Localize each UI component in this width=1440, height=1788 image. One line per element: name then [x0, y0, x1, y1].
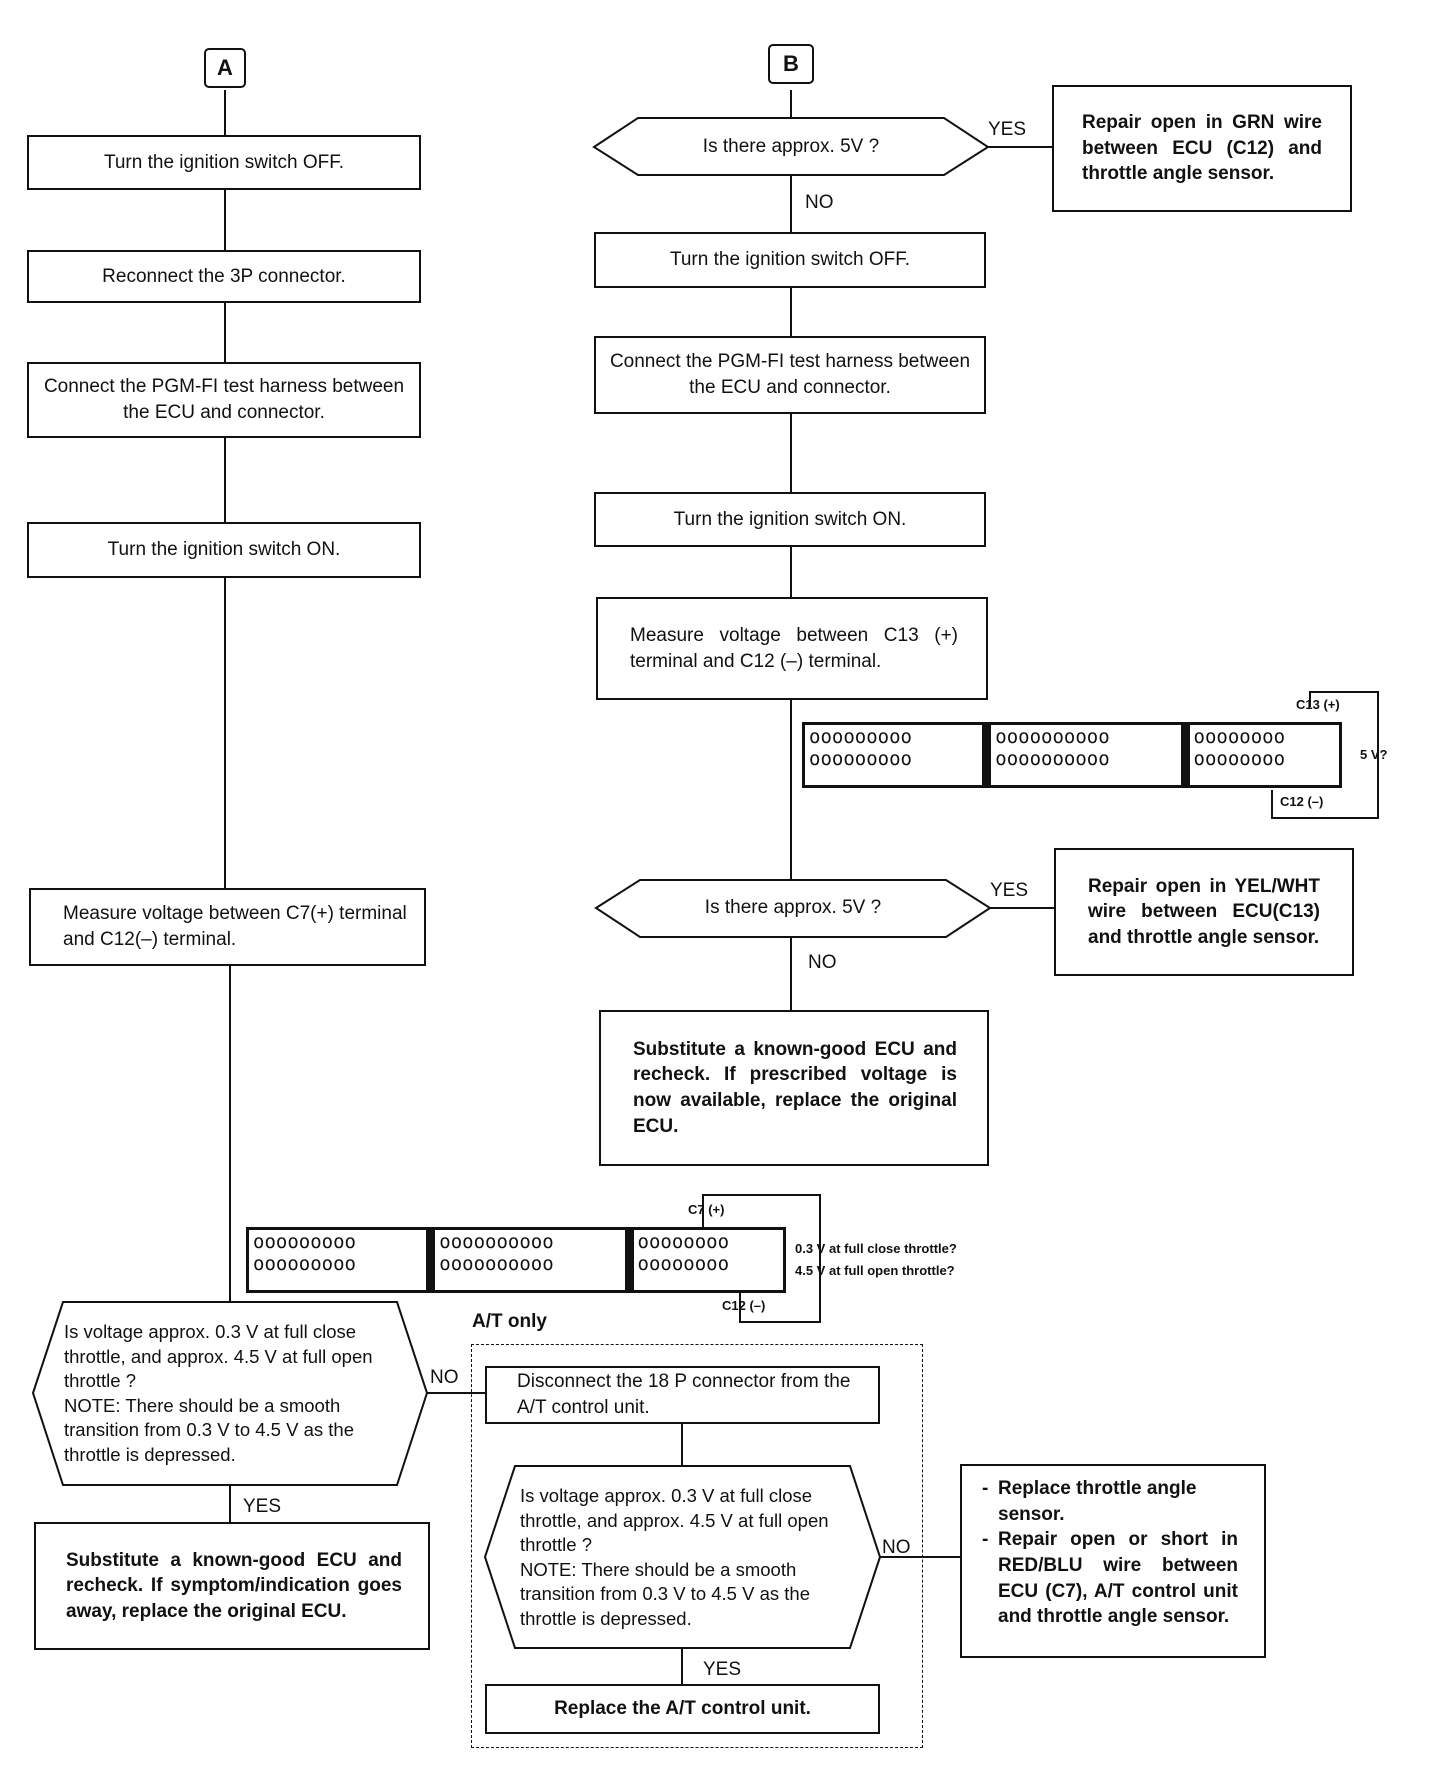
a-step-reconnect-3p: Reconnect the 3P connector. — [27, 250, 421, 303]
connector-pins: ooooooooo — [809, 726, 912, 748]
at-only-label: A/T only — [472, 1311, 547, 1332]
decision-shape — [483, 1465, 882, 1649]
connector-pins: oooooooo — [1193, 747, 1286, 770]
c12-minus-label-a: C12 (–) — [722, 1298, 766, 1313]
b-yes2-result: Repair open in YEL/WHT wire between ECU(… — [1054, 848, 1354, 976]
a-step-measure-voltage: Measure voltage between C7(+) terminal a… — [29, 888, 426, 966]
a-no-label: NO — [430, 1367, 459, 1388]
b-yes1-label: YES — [988, 119, 1027, 140]
b-voltage-label: 5 V? — [1360, 747, 1388, 762]
decision-shape — [594, 879, 992, 938]
b-no1-label: NO — [805, 192, 834, 213]
tag-b: B — [768, 44, 814, 84]
b-step-measure-voltage: Measure voltage between C13 (+) terminal… — [596, 597, 988, 700]
a-step-ignition-off: Turn the ignition switch OFF. — [27, 135, 421, 190]
at-no-label: NO — [882, 1537, 911, 1558]
b-yes2-label: YES — [990, 880, 1029, 901]
connector-pins: oooooooo — [1193, 726, 1286, 748]
decision-shape — [31, 1301, 429, 1486]
connector-pins: oooooooooo — [995, 747, 1110, 770]
connector-pins: ooooooooo — [253, 1252, 356, 1275]
c13-plus-label: C13 (+) — [1296, 697, 1340, 712]
b-decision2-text: Is there approx. 5V ? — [704, 896, 882, 918]
at-only-region — [471, 1344, 923, 1748]
b-step-connect-harness: Connect the PGM-FI test harness between … — [594, 336, 986, 414]
at-no-result-item: -Repair open or short in RED/BLU wire be… — [982, 1529, 1238, 1628]
at-no-result-item: -Replace throttle angle sensor. — [982, 1478, 1197, 1525]
at-yes-label: YES — [703, 1659, 742, 1680]
a-step-connect-harness: Connect the PGM-FI test harness between … — [27, 362, 421, 438]
probe-bracket — [702, 1194, 821, 1323]
tag-a: A — [204, 48, 246, 88]
c7-plus-label: C7 (+) — [688, 1202, 725, 1217]
at-no-result: -Replace throttle angle sensor. -Repair … — [960, 1464, 1266, 1658]
connector-pins: oooooooooo — [439, 1231, 554, 1253]
a-voltage-note-close: 0.3 V at full close throttle? — [795, 1241, 957, 1256]
connector-pins: oooooooooo — [439, 1252, 554, 1275]
connector-pins: oooooooooo — [995, 726, 1110, 748]
at-step-disconnect-18p: Disconnect the 18 P connector from the A… — [485, 1366, 880, 1424]
connector-pins: ooooooooo — [253, 1231, 356, 1253]
connector-pins: ooooooooo — [809, 747, 912, 770]
a-voltage-note-open: 4.5 V at full open throttle? — [795, 1263, 955, 1278]
b-step-ignition-off: Turn the ignition switch OFF. — [594, 232, 986, 288]
a-yes-result: Substitute a known-good ECU and recheck.… — [34, 1522, 430, 1650]
connector-pins: oooooooo — [637, 1231, 730, 1253]
connector-pins: oooooooo — [637, 1252, 730, 1275]
b-no2-result: Substitute a known-good ECU and recheck.… — [599, 1010, 989, 1166]
a-yes-label: YES — [243, 1496, 282, 1517]
b-step-ignition-on: Turn the ignition switch ON. — [594, 492, 986, 547]
c12-minus-label: C12 (–) — [1280, 794, 1324, 809]
at-yes-result: Replace the A/T control unit. — [485, 1684, 880, 1734]
a-decision-voltage-text: Is voltage approx. 0.3 V at full close t… — [64, 1321, 373, 1465]
decision-shape — [592, 117, 990, 176]
a-step-ignition-on: Turn the ignition switch ON. — [27, 522, 421, 578]
b-no2-label: NO — [808, 952, 837, 973]
probe-bracket — [1271, 691, 1379, 819]
b-decision1-text: Is there approx. 5V ? — [702, 135, 880, 157]
b-yes1-result: Repair open in GRN wire between ECU (C12… — [1052, 85, 1352, 212]
at-decision-voltage-text: Is voltage approx. 0.3 V at full close t… — [520, 1485, 829, 1629]
